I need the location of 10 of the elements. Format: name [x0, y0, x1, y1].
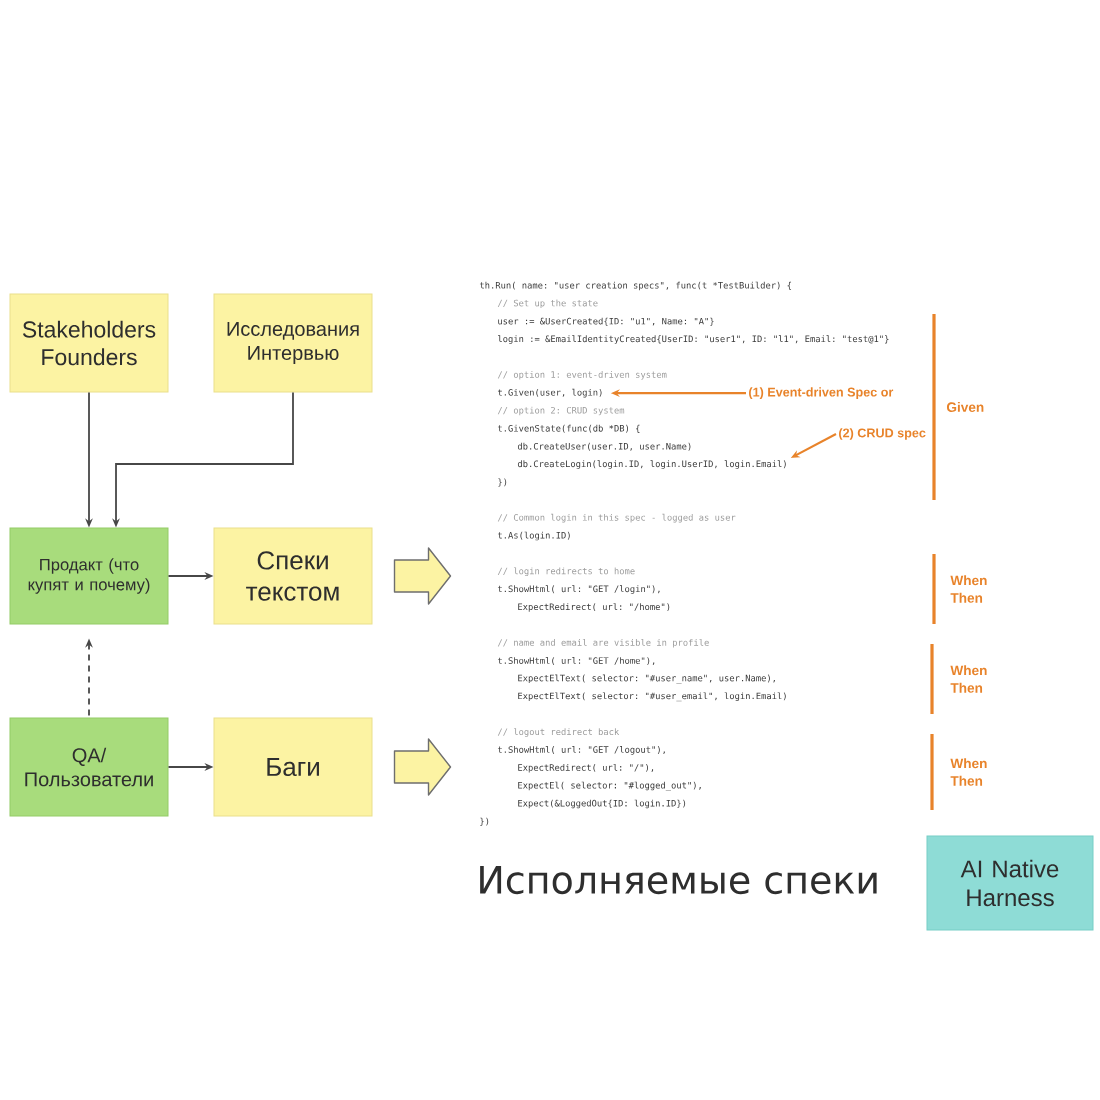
block-arrow: [393, 547, 452, 605]
sticky-note: QA/ Пользователи: [9, 717, 169, 817]
block-arrow: [393, 738, 452, 796]
sticky-note: Продакт (что купят и почему): [9, 527, 169, 625]
label-box: AI Native Harness: [926, 835, 1094, 931]
sticky-note: Stakeholders Founders: [9, 293, 169, 393]
sticky-note: Спеки текстом: [213, 527, 373, 625]
sticky-note: Баги: [213, 717, 373, 817]
sticky-note: Исследования Интервью: [213, 293, 373, 393]
caption: Исполняемые спеки: [480, 865, 877, 895]
